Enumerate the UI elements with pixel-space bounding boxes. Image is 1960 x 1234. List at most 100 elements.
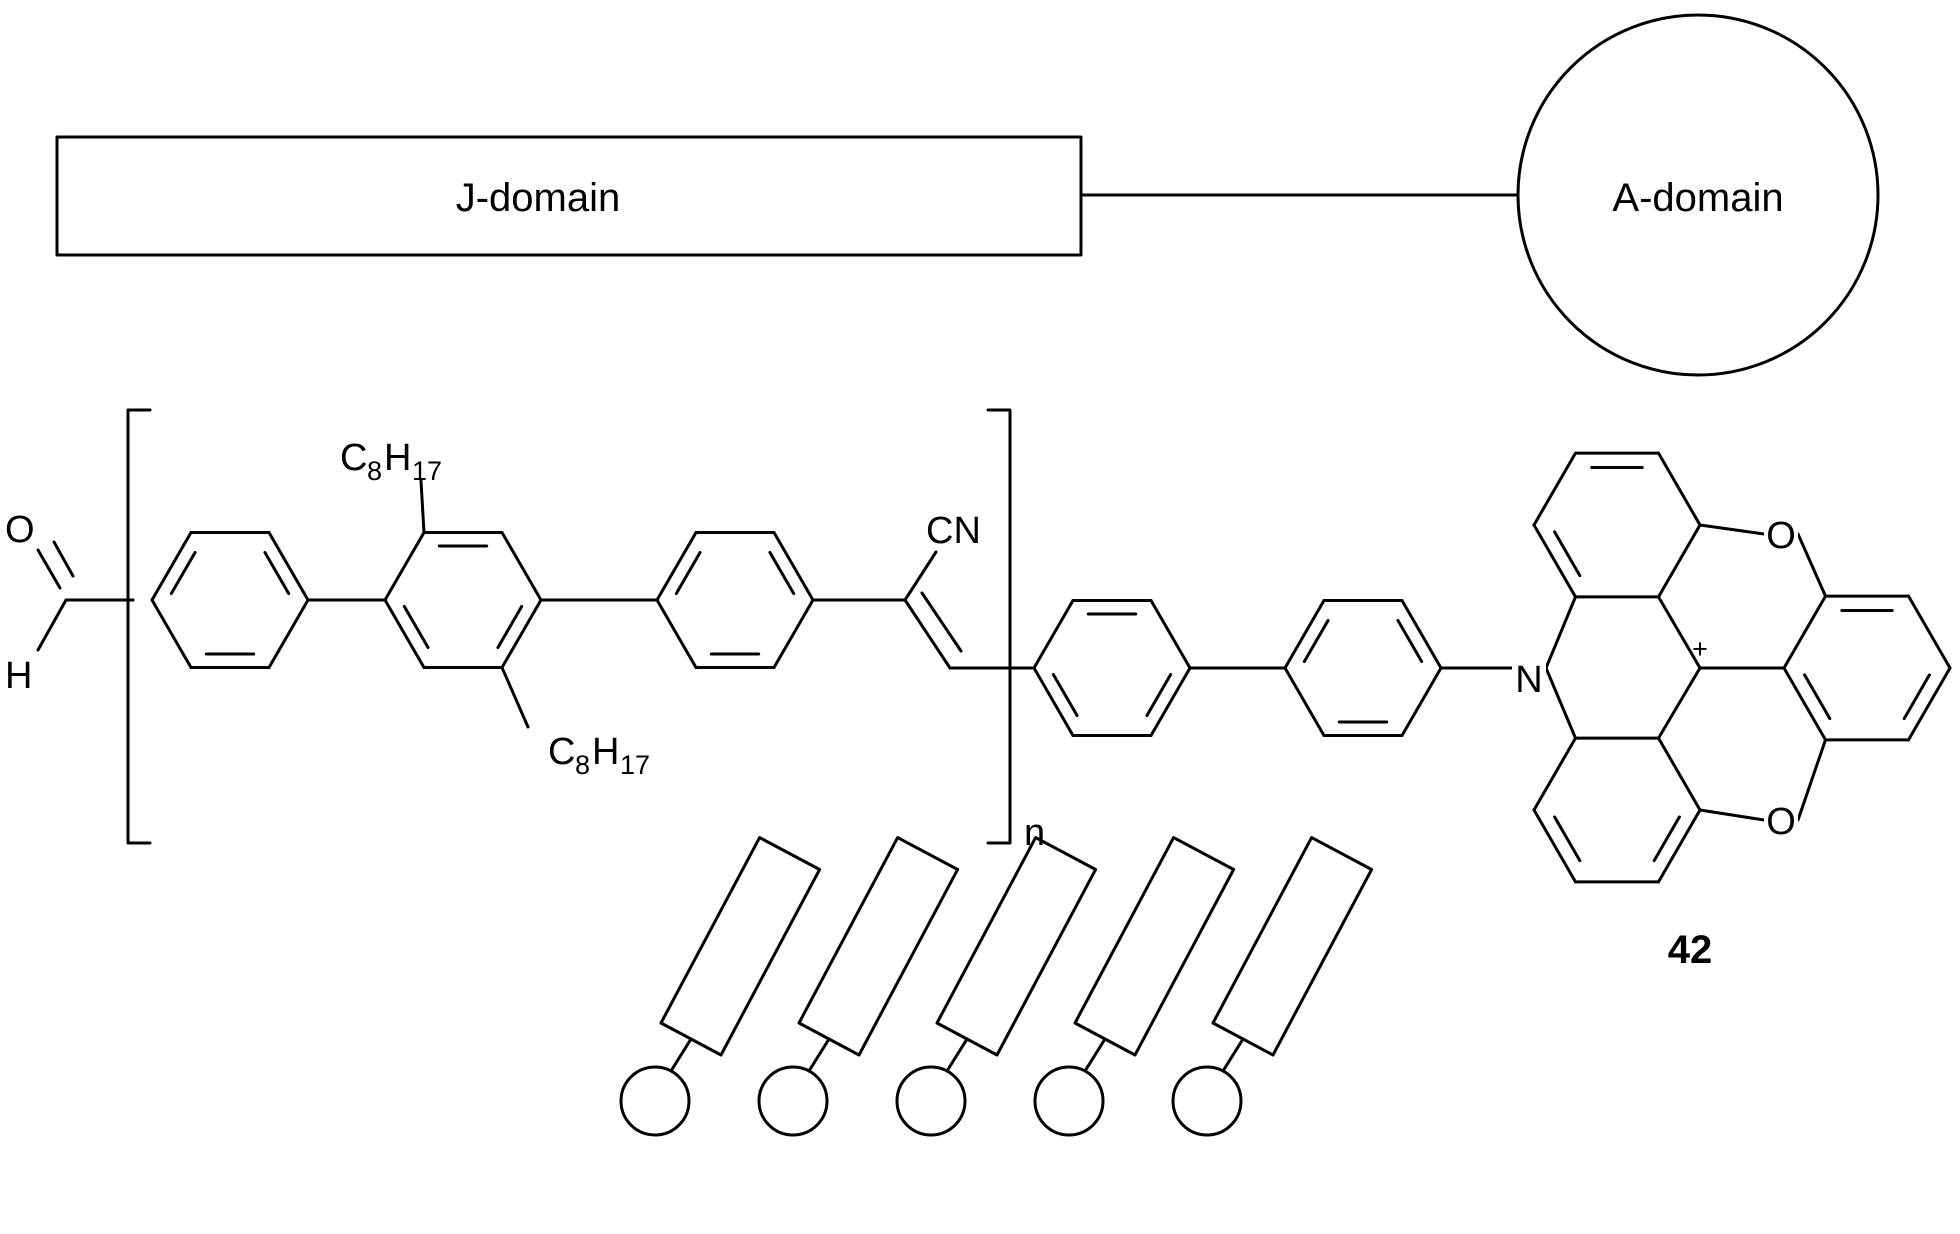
amphiphile-tether	[1221, 1037, 1245, 1073]
amphiphile-tail-rect	[797, 836, 960, 1057]
aldehyde-h-bond	[36, 598, 68, 652]
aldehyde-double-bond-inner	[52, 540, 75, 578]
oxygen-bond-top-left	[1698, 523, 1766, 536]
cation-ring-bottom-edge	[1532, 736, 1577, 812]
oxygen-top-mask	[1764, 512, 1798, 556]
cation-ring-right-edge	[1782, 594, 1827, 670]
phenyl-ring-3-edge	[772, 598, 815, 670]
phenyl-ring-3-double-bond	[768, 550, 796, 596]
endcap-phenyl-ring-2-double-bond	[1302, 618, 1330, 664]
cation-ring-right-double-bond	[1803, 673, 1832, 721]
endcap-phenyl-ring-2-double-bond	[1396, 618, 1424, 664]
endcap-phenyl-ring-2-edge	[1283, 598, 1326, 670]
endcap-phenyl-ring-2-edge	[1283, 666, 1326, 738]
endcap-phenyl-ring-1-edge	[1149, 598, 1192, 670]
endcap-phenyl-ring-1-edge	[1032, 598, 1075, 670]
amphiphile-head-circle	[757, 1065, 829, 1137]
ring-oxygen-top: O	[1766, 515, 1796, 557]
positive-charge: +	[1692, 634, 1708, 664]
dialkyl-phenylene-ring-edge	[500, 598, 543, 670]
phenyl-ring-1-edge	[267, 598, 310, 670]
amphiphile-head-circle	[1171, 1065, 1243, 1137]
aldehyde-double-bond	[36, 548, 62, 590]
cation-ring-top-double-bond	[1553, 530, 1582, 578]
alkyl-hydrogen-count-top: 17	[412, 456, 442, 486]
cation-ring-top-edge	[1532, 523, 1577, 599]
phenyl-ring-1-edge	[150, 530, 193, 602]
structure-bonds	[150, 451, 1952, 884]
phenyl-ring-1-double-bond	[263, 550, 291, 596]
cation-ring-right-edge	[1907, 666, 1952, 742]
ring-oxygen-bottom: O	[1766, 801, 1796, 843]
central-bond-bottom	[1657, 666, 1702, 740]
endcap-phenyl-ring-1-edge	[1032, 666, 1075, 738]
amphiphile-tail-rect	[935, 836, 1098, 1057]
oxygen-bond-top-right	[1796, 532, 1827, 598]
alkyl-hydrogen-top: H	[384, 437, 411, 479]
repeat-subscript: n	[1024, 812, 1045, 854]
vinylene-double-bond-inner	[920, 591, 963, 653]
dialkyl-phenylene-ring-edge	[383, 598, 426, 670]
alkyl-hydrogen-bottom: H	[592, 731, 619, 773]
alkyl-carbon-bottom: C	[548, 731, 575, 773]
endcap-phenyl-ring-2-edge	[1400, 666, 1443, 738]
phenyl-ring-1-edge	[267, 530, 310, 602]
repeat-bracket-left	[126, 408, 152, 845]
amphiphile-tail-rect	[659, 836, 822, 1057]
phenyl-ring-3-edge	[655, 598, 698, 670]
cation-ring-bottom-edge	[1657, 808, 1702, 884]
nitrogen-mask	[1512, 656, 1546, 700]
alkyl-carbon-count-bottom: 8	[575, 750, 590, 780]
alkyl-carbon-top: C	[340, 437, 367, 479]
cation-ring-right-edge	[1782, 666, 1827, 742]
amphiphile-head-circle	[895, 1065, 967, 1137]
dialkyl-phenylene-ring-double-bond	[496, 604, 524, 650]
nitrogen-atom: N	[1515, 659, 1542, 701]
amphiphile-assembly	[619, 836, 1374, 1137]
alkyl-substituent-top: C 8 H 17	[340, 437, 442, 486]
amphiphile-tether	[807, 1037, 831, 1073]
oxygen-bottom-mask	[1764, 798, 1798, 842]
alkyl-substituent-bottom: C 8 H 17	[548, 731, 650, 780]
cation-ring-bottom-double-bond	[1553, 815, 1582, 863]
phenyl-ring-3-double-bond	[674, 550, 702, 596]
a-domain-label: A-domain	[1612, 176, 1783, 220]
endcap-phenyl-ring-2-edge	[1400, 598, 1443, 670]
central-bond-top	[1657, 595, 1702, 670]
cation-ring-top-edge	[1657, 523, 1702, 599]
cation-ring-top-edge	[1532, 451, 1577, 527]
compound-number: 42	[1668, 928, 1713, 972]
cation-ring-bottom-double-bond	[1652, 815, 1681, 863]
amphiphile-tether	[945, 1037, 969, 1073]
polymer-structure: O H n C 8 H 17 C 8 H 17 CN N O O + 42	[5, 408, 1952, 972]
nitrile-label: CN	[926, 510, 981, 552]
cation-ring-top-edge	[1657, 451, 1702, 527]
endcap-phenyl-ring-1-edge	[1149, 666, 1192, 738]
endcap-phenyl-ring-1-double-bond	[1145, 672, 1173, 718]
dialkyl-phenylene-ring-double-bond	[402, 604, 430, 650]
endcap-phenyl-ring-1-double-bond	[1051, 672, 1079, 718]
cation-ring-bottom-edge	[1532, 808, 1577, 884]
amphiphile-head-circle	[619, 1065, 691, 1137]
vinylene-double-bond	[903, 598, 952, 670]
alkyl-carbon-count-top: 8	[367, 456, 382, 486]
oxygen-bond-bottom-right	[1796, 738, 1827, 822]
phenyl-ring-3-edge	[772, 530, 815, 602]
phenyl-ring-1-double-bond	[169, 550, 197, 596]
aldehyde-hydrogen: H	[5, 655, 32, 697]
nitrogen-bond-top	[1544, 595, 1577, 670]
amphiphile-tail-rect	[1211, 836, 1374, 1057]
amphiphile-tether	[669, 1037, 693, 1073]
nitrile-bond	[903, 550, 938, 602]
alkyl-hydrogen-count-bottom: 17	[620, 750, 650, 780]
repeat-bracket-right	[986, 408, 1012, 845]
domain-schematic: J-domain A-domain	[55, 13, 1880, 377]
cation-ring-bottom-edge	[1657, 736, 1702, 812]
cation-ring-right-double-bond	[1902, 673, 1931, 721]
j-domain-label: J-domain	[456, 176, 621, 220]
phenyl-ring-1-edge	[150, 598, 193, 670]
oxygen-bond-bottom-left	[1698, 808, 1766, 822]
alkyl-bond-bottom	[500, 666, 530, 729]
